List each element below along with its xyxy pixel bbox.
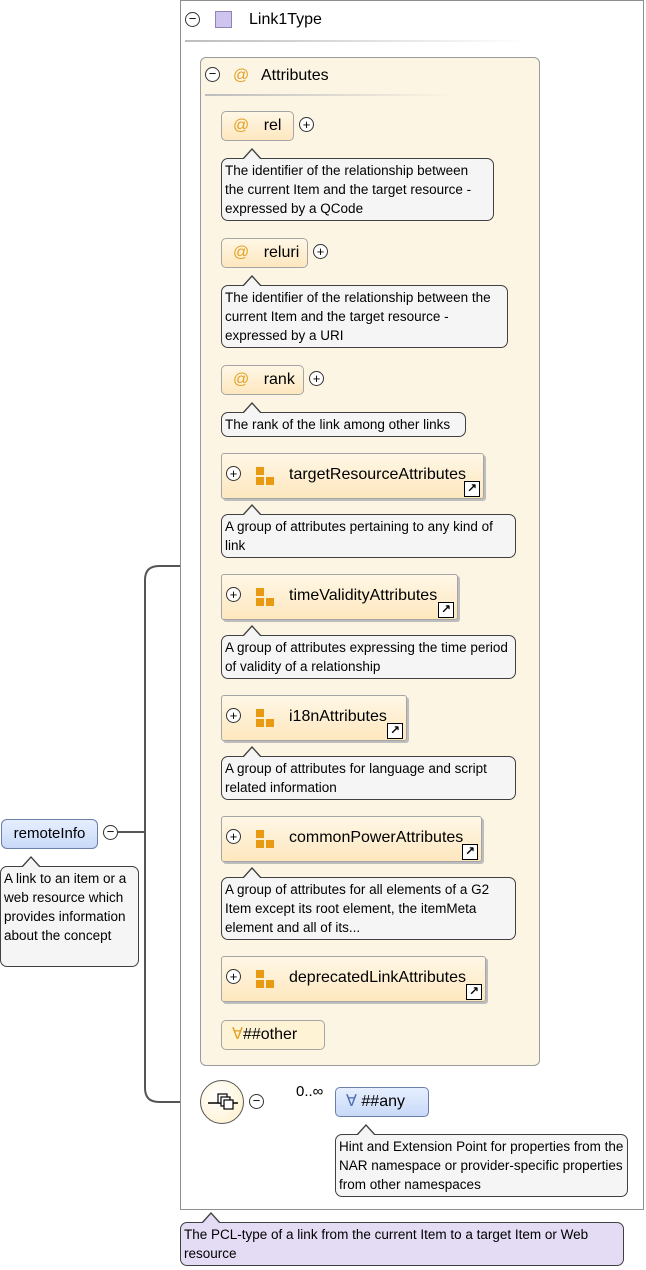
group-name: deprecatedLinkAttributes [289,969,466,986]
group-deprecatedLinkAttributes[interactable]: + deprecatedLinkAttributes ↗ [221,956,486,1002]
reference-arrow-icon[interactable]: ↗ [438,602,454,618]
annotation-text: The identifier of the relationship betwe… [225,163,472,216]
annotation-text: A group of attributes pertaining to any … [225,519,493,553]
targetResourceAttributes-annotation: A group of attributes pertaining to any … [221,504,516,558]
attribute-at-icon: @ [233,371,250,388]
attribute-rel[interactable]: @ rel [221,111,294,141]
i18nAttributes-annotation: A group of attributes for language and s… [221,746,516,800]
reference-arrow-icon[interactable]: ↗ [387,723,403,739]
group-i18nAttributes[interactable]: + i18nAttributes ↗ [221,695,407,741]
annotation-notch [21,856,41,868]
type-annotation: The PCL-type of a link from the current … [180,1212,624,1266]
reluri-expand-button[interactable]: + [313,244,328,259]
element-remoteInfo[interactable]: remoteInfo [1,819,98,849]
annotation-text: A link to an item or a web resource whic… [4,871,127,943]
group-expand-button[interactable]: + [226,466,241,481]
group-timeValidityAttributes[interactable]: + timeValidityAttributes ↗ [221,574,458,620]
group-commonPowerAttributes[interactable]: + commonPowerAttributes ↗ [221,816,482,862]
sequence-icon [208,1093,238,1110]
cardinality-label: 0..∞ [296,1083,324,1100]
attribute-group-icon [256,467,276,487]
rank-expand-button[interactable]: + [309,371,324,386]
attribute-at-icon: @ [233,117,250,134]
reference-arrow-icon[interactable]: ↗ [462,844,478,860]
annotation-notch [242,625,262,637]
annotation-notch [242,867,262,879]
attribute-reluri[interactable]: @ reluri [221,238,308,268]
group-name: targetResourceAttributes [289,466,466,483]
wildcard-label: ##other [242,1026,298,1043]
group-expand-button[interactable]: + [226,587,241,602]
any-annotation: Hint and Extension Point for properties … [335,1124,628,1197]
attributes-at-icon: @ [233,67,250,84]
attributes-title-underline [205,94,455,96]
group-targetResourceAttributes[interactable]: + targetResourceAttributes ↗ [221,453,484,499]
commonPowerAttributes-annotation: A group of attributes for all elements o… [221,867,516,940]
sequence-collapse-button[interactable]: − [249,1094,264,1109]
annotation-notch [242,148,262,160]
remoteInfo-collapse-button[interactable]: − [103,825,118,840]
complex-type-icon [215,11,232,28]
annotation-notch [242,402,262,414]
annotation-text: The rank of the link among other links [225,417,451,432]
wildcard-icon: ∀ [346,1093,357,1110]
attribute-group-icon [256,970,276,990]
annotation-text: Hint and Extension Point for properties … [339,1139,624,1192]
annotation-text: A group of attributes for all elements o… [225,882,490,935]
attribute-name: rank [263,371,295,388]
attribute-group-icon [256,588,276,608]
reference-arrow-icon[interactable]: ↗ [466,984,482,1000]
rank-annotation: The rank of the link among other links [221,402,466,437]
group-expand-button[interactable]: + [226,969,241,984]
any-attribute-other[interactable]: ∀##other [221,1020,325,1050]
attributes-label: Attributes [261,67,329,84]
annotation-text: A group of attributes for language and s… [225,761,487,795]
annotation-notch [201,1212,221,1224]
group-name: i18nAttributes [289,708,387,725]
attribute-group-icon [256,709,276,729]
group-name: commonPowerAttributes [289,829,464,846]
timeValidityAttributes-annotation: A group of attributes expressing the tim… [221,625,516,679]
rel-annotation: The identifier of the relationship betwe… [221,148,494,221]
attribute-group-icon [256,830,276,850]
any-element[interactable]: ∀ ##any [335,1087,429,1117]
attribute-rank[interactable]: @ rank [221,365,304,395]
attribute-name: rel [263,117,282,134]
annotation-notch [242,746,262,758]
wildcard-label: ##any [361,1093,405,1110]
attributes-collapse-button[interactable]: − [205,67,220,82]
annotation-notch [356,1124,376,1136]
annotation-notch [242,504,262,516]
remoteInfo-annotation: A link to an item or a web resource whic… [0,856,139,967]
wildcard-icon: ∀ [232,1026,243,1043]
type-name: Link1Type [249,11,322,28]
type-collapse-button[interactable]: − [185,12,200,27]
group-expand-button[interactable]: + [226,708,241,723]
reference-arrow-icon[interactable]: ↗ [464,481,480,497]
rel-expand-button[interactable]: + [299,117,314,132]
annotation-text: A group of attributes expressing the tim… [225,640,508,674]
attribute-name: reluri [263,244,300,261]
type-title-underline [185,40,530,42]
group-name: timeValidityAttributes [289,587,438,604]
reluri-annotation: The identifier of the relationship betwe… [221,275,508,348]
group-expand-button[interactable]: + [226,829,241,844]
annotation-text: The identifier of the relationship betwe… [225,290,491,343]
attribute-at-icon: @ [233,244,250,261]
sequence-compositor[interactable] [200,1080,244,1124]
annotation-text: The PCL-type of a link from the current … [184,1227,589,1261]
annotation-notch [242,275,262,287]
